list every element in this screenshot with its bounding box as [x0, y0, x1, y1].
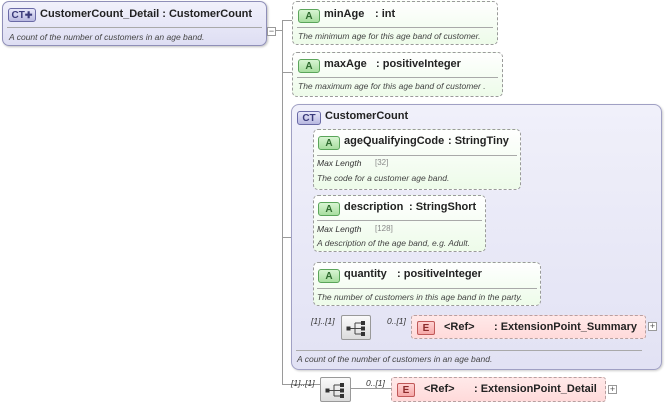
attribute-type: : positiveInteger: [376, 58, 461, 70]
attribute-icon: A: [318, 269, 340, 283]
element-extensionpoint-detail[interactable]: E <Ref> : ExtensionPoint_Detail: [391, 377, 606, 402]
connector-trunk: [282, 20, 283, 384]
attribute-divider: [317, 155, 517, 156]
connector-seq-bottom: [282, 384, 320, 385]
attribute-note: The minimum age for this age band of cus…: [298, 31, 481, 41]
element-type: : ExtensionPoint_Summary: [494, 321, 638, 333]
inner-ext-multiplicity: 0..[1]: [387, 316, 406, 326]
attribute-icon: A: [318, 202, 340, 216]
attribute-type: : StringShort: [409, 201, 477, 213]
attribute-type: : StringTiny: [448, 135, 509, 147]
attribute-note: The number of customers in this age band…: [317, 292, 523, 302]
connector-customercount: [282, 237, 292, 238]
complex-type-note: A count of the number of customers in an…: [297, 354, 493, 364]
facet-name: Max Length: [317, 224, 362, 234]
element-extensionpoint-summary[interactable]: E <Ref> : ExtensionPoint_Summary: [411, 315, 646, 339]
attribute-divider: [297, 77, 498, 78]
attribute-type: : positiveInteger: [397, 268, 482, 280]
connector-minage: [282, 20, 292, 21]
complex-type-icon: CT: [297, 111, 321, 125]
root-divider: [7, 27, 262, 28]
attribute-icon: A: [298, 59, 320, 73]
connector-maxage: [282, 72, 292, 73]
attribute-note: A description of the age band, e.g. Adul…: [317, 238, 470, 248]
sequence-icon: [325, 383, 344, 398]
root-collapse-button[interactable]: −: [267, 26, 276, 36]
attribute-note: The code for a customer age band.: [317, 173, 450, 183]
connector-ext-bottom: [350, 388, 392, 389]
attribute-maxage[interactable]: A maxAge : positiveInteger The maximum a…: [292, 52, 503, 97]
sequence-compositor[interactable]: [320, 377, 351, 402]
facet-value: [32]: [375, 158, 389, 167]
expand-icon[interactable]: +: [608, 384, 617, 394]
attribute-name: quantity: [344, 268, 387, 280]
element-icon: E: [417, 321, 435, 335]
facet-name: Max Length: [317, 158, 362, 168]
sequence-multiplicity: [1]..[1]: [291, 378, 315, 388]
attribute-agequalifyingcode[interactable]: A ageQualifyingCode : StringTiny Max Len…: [313, 129, 521, 190]
element-icon: E: [397, 383, 415, 397]
inner-sequence-compositor[interactable]: [341, 315, 371, 340]
attribute-divider: [297, 27, 493, 28]
ct-plus-icon: CT✚: [8, 8, 36, 22]
attribute-note: The maximum age for this age band of cus…: [298, 81, 486, 91]
attribute-icon: A: [318, 136, 340, 150]
attribute-icon: A: [298, 9, 320, 23]
attribute-description[interactable]: A description : StringShort Max Length […: [313, 195, 486, 252]
attribute-name: description: [344, 201, 404, 213]
attribute-minage[interactable]: A minAge : int The minimum age for this …: [292, 1, 498, 45]
ext-multiplicity: 0..[1]: [366, 378, 385, 388]
element-ref: <Ref>: [444, 321, 475, 333]
root-complex-type[interactable]: CT✚ CustomerCount_Detail : CustomerCount…: [2, 1, 267, 46]
inner-sequence-multiplicity: [1]..[1]: [311, 316, 335, 326]
facet-value: [128]: [375, 224, 393, 233]
root-title: CustomerCount_Detail : CustomerCount: [40, 8, 253, 20]
element-ref: <Ref>: [424, 383, 455, 395]
expand-icon[interactable]: +: [648, 321, 657, 331]
attribute-divider: [317, 288, 537, 289]
attribute-name: minAge: [324, 8, 365, 20]
complex-type-title: CustomerCount: [325, 110, 409, 122]
sequence-icon: [346, 321, 365, 336]
attribute-name: ageQualifyingCode: [344, 135, 445, 147]
root-note: A count of the number of customers in an…: [9, 32, 205, 42]
element-type: : ExtensionPoint_Detail: [474, 383, 597, 395]
attribute-type: : int: [375, 8, 396, 20]
complex-type-divider: [296, 350, 642, 351]
attribute-divider: [317, 220, 482, 221]
attribute-quantity[interactable]: A quantity : positiveInteger The number …: [313, 262, 541, 306]
attribute-name: maxAge: [324, 58, 367, 70]
